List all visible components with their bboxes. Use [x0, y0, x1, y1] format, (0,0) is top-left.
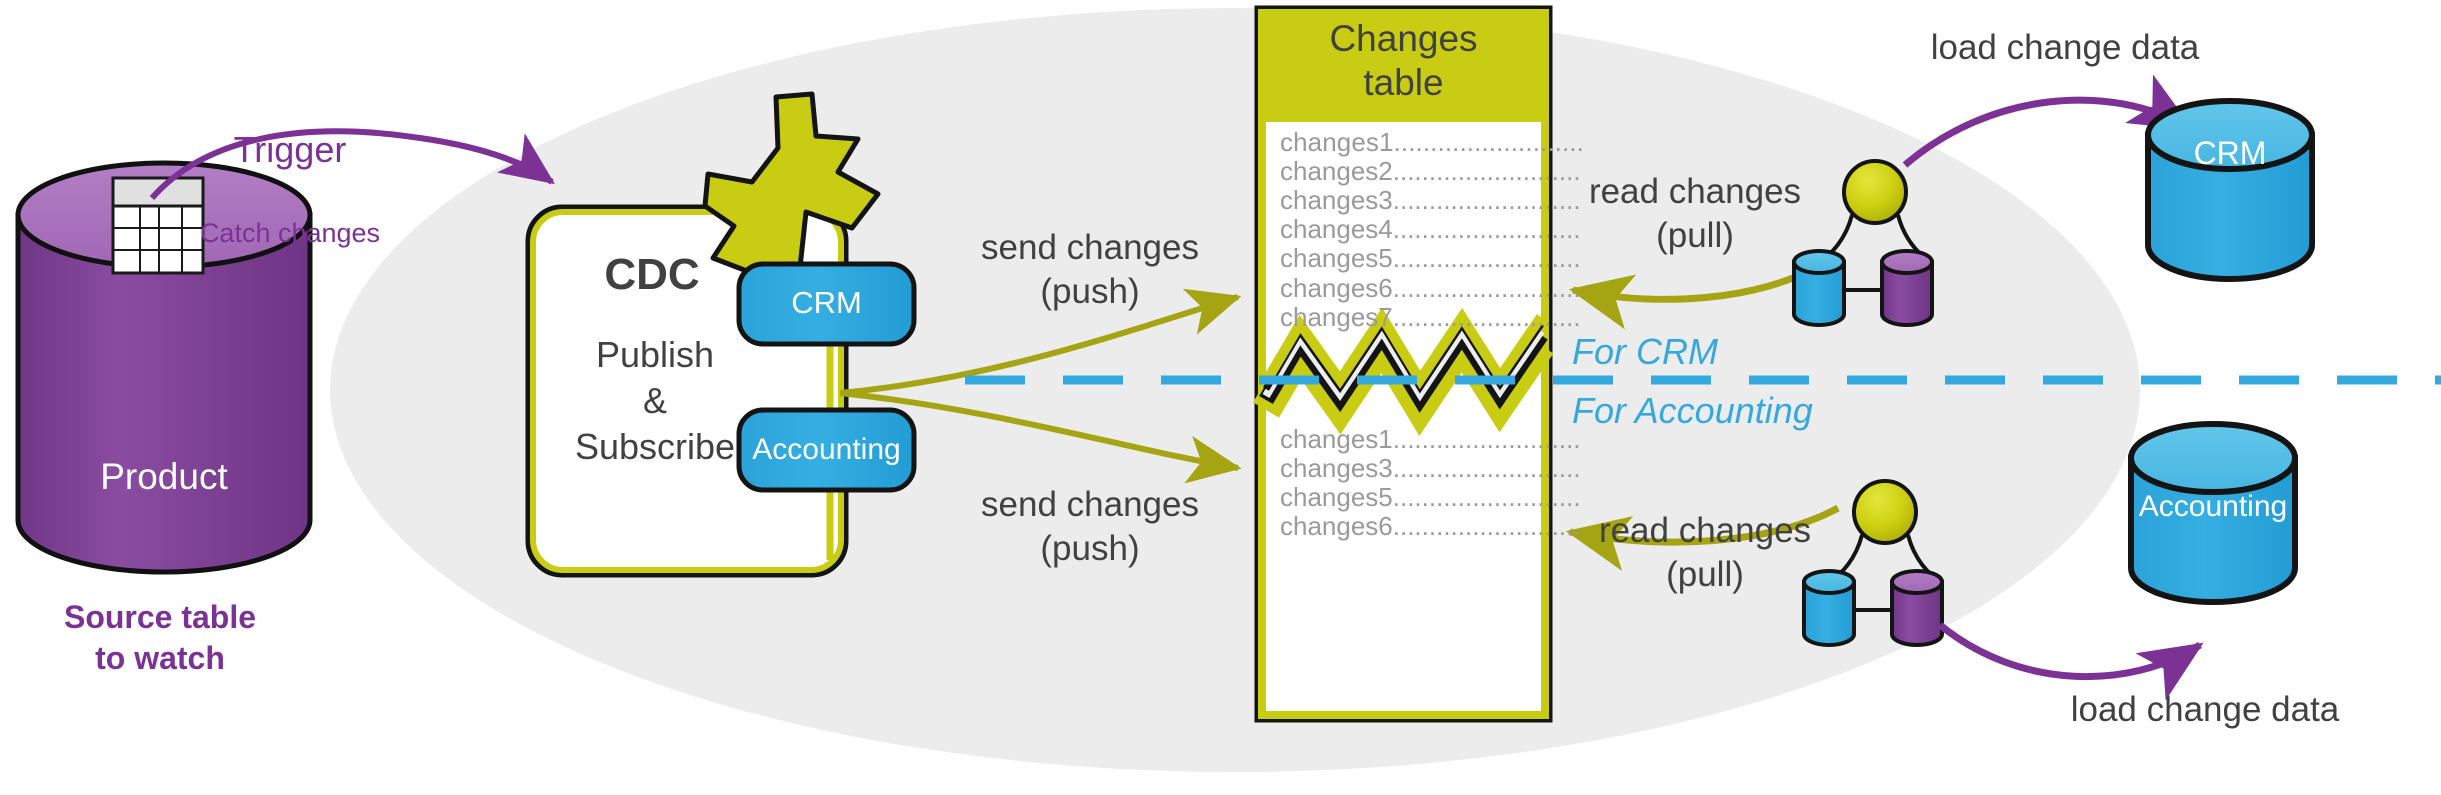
push-arrow-crm	[839, 288, 1242, 396]
pull-arrow-accounting	[1565, 504, 1840, 571]
subscriber-chip-accounting	[736, 407, 917, 493]
changes-row: changes4..........................	[1280, 214, 1581, 245]
server-cluster-icon-bottom	[1802, 479, 1944, 647]
trigger-sub-label: Catch changes	[199, 218, 381, 248]
pull-label-crm-line2: (pull)	[1656, 216, 1734, 255]
changes-row: changes6..........................	[1280, 511, 1581, 542]
changes-table-header-line2: table	[1363, 62, 1444, 103]
burst-icon	[702, 91, 881, 299]
load-arrow-bottom	[1937, 622, 2204, 701]
changes-table-top-rows: changes1.......................... chang…	[1280, 127, 1584, 332]
subscriber-label-crm: CRM	[791, 285, 862, 320]
target-cylinder-crm	[2145, 98, 2315, 282]
load-label-top: load change data	[1930, 28, 2200, 67]
push-arrow-accounting	[839, 390, 1242, 484]
changes-table-header-line1: Changes	[1329, 18, 1478, 59]
pull-label-accounting-line2: (pull)	[1666, 555, 1744, 594]
push-label-accounting-line2: (push)	[1040, 529, 1140, 568]
changes-row: changes7..........................	[1280, 301, 1581, 332]
load-arrow-top	[1902, 74, 2194, 168]
changes-row: changes3..........................	[1280, 185, 1581, 216]
subscriber-label-accounting: Accounting	[752, 433, 901, 466]
target-cylinder-accounting	[2128, 421, 2298, 605]
server-cluster-icon-top	[1792, 159, 1934, 327]
source-caption-line2: to watch	[95, 640, 225, 676]
changes-row: changes1..........................	[1280, 127, 1584, 157]
push-label-crm-line2: (push)	[1040, 272, 1140, 311]
push-label-accounting-line1: send changes	[981, 485, 1199, 524]
changes-row: changes5..........................	[1280, 243, 1581, 274]
pull-label-accounting-line1: read changes	[1598, 511, 1812, 550]
partition-label-lower: For Accounting	[1572, 390, 1813, 431]
target-label-accounting: Accounting	[2138, 490, 2288, 523]
cdc-title: CDC	[604, 250, 700, 299]
changes-row: changes3..........................	[1280, 453, 1581, 484]
changes-row: changes1..........................	[1280, 424, 1581, 454]
trigger-arrow	[149, 128, 555, 200]
pull-label-crm-line1: read changes	[1588, 172, 1802, 211]
cdc-sub-line1: Publish	[595, 334, 715, 375]
changes-row: changes6..........................	[1280, 272, 1581, 303]
target-label-crm: CRM	[2193, 135, 2267, 171]
cdc-sub-line3: Subscribe	[574, 426, 736, 467]
subscriber-chip-crm	[736, 261, 917, 347]
changes-table-bottom-rows: changes1.......................... chang…	[1280, 424, 1581, 542]
source-caption-line1: Source table	[63, 599, 257, 635]
trigger-label: Trigger	[233, 129, 347, 170]
source-db-label: Product	[100, 456, 228, 497]
partition-label-upper: For CRM	[1572, 331, 1718, 372]
load-label-bottom: load change data	[2070, 690, 2340, 729]
cdc-sub-line2: &	[642, 380, 667, 421]
changes-row: changes2..........................	[1280, 156, 1581, 187]
changes-row: changes5..........................	[1280, 482, 1581, 513]
push-label-crm-line1: send changes	[981, 228, 1199, 267]
